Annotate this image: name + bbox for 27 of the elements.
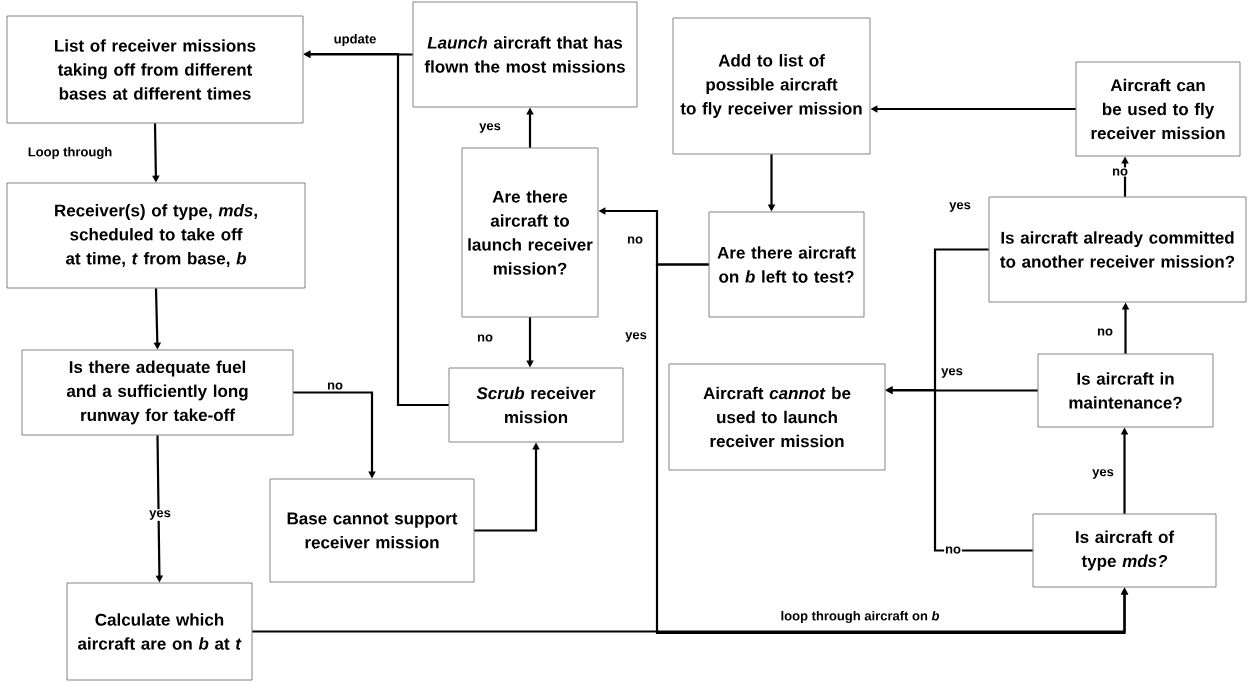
process-box: Are there aircraft on b left to test? xyxy=(708,211,865,318)
edge-label: yes xyxy=(478,122,502,134)
edge-label: no xyxy=(1096,327,1114,337)
process-box: Are there aircraft to launch receiver mission? xyxy=(461,147,599,318)
edge-label: yes xyxy=(1091,468,1115,480)
edge-label: no xyxy=(1111,167,1129,177)
edge-label: yes xyxy=(148,509,172,521)
process-box: Calculate which aircraft are on b at t xyxy=(66,582,253,681)
process-box: List of receiver missions taking off from different bases at different times xyxy=(6,15,304,124)
process-box: Is aircraft of type mds? xyxy=(1032,513,1217,588)
edge-label: no xyxy=(476,333,494,343)
edge-label: yes xyxy=(940,367,964,379)
edge-label: yes xyxy=(948,201,972,213)
process-box: Scrub receiver mission xyxy=(448,367,624,443)
edge-label: no xyxy=(626,235,644,245)
process-box: Aircraft cannot be used to launch receiver mission xyxy=(668,363,886,471)
process-box: Is there adequate fuel and a sufficiently long runway for take-off xyxy=(21,349,294,436)
process-box: Aircraft can be used to fly receiver mission xyxy=(1075,61,1241,157)
process-box: Base cannot support receiver mission xyxy=(269,478,475,583)
process-box: Launch aircraft that has flown the most missions xyxy=(412,1,638,108)
process-box: Is aircraft in maintenance? xyxy=(1037,353,1214,428)
process-box: Add to list of possible aircraft to fly receiver mission xyxy=(672,17,871,155)
edge-label: yes xyxy=(624,331,648,343)
process-box: Is aircraft already committed to another receiver mission? xyxy=(988,196,1247,303)
process-box: Receiver(s) of type, mds, scheduled to take off at time, t from base, b xyxy=(6,182,306,289)
edge-label: no xyxy=(326,381,344,391)
edge-label: no xyxy=(944,545,962,555)
